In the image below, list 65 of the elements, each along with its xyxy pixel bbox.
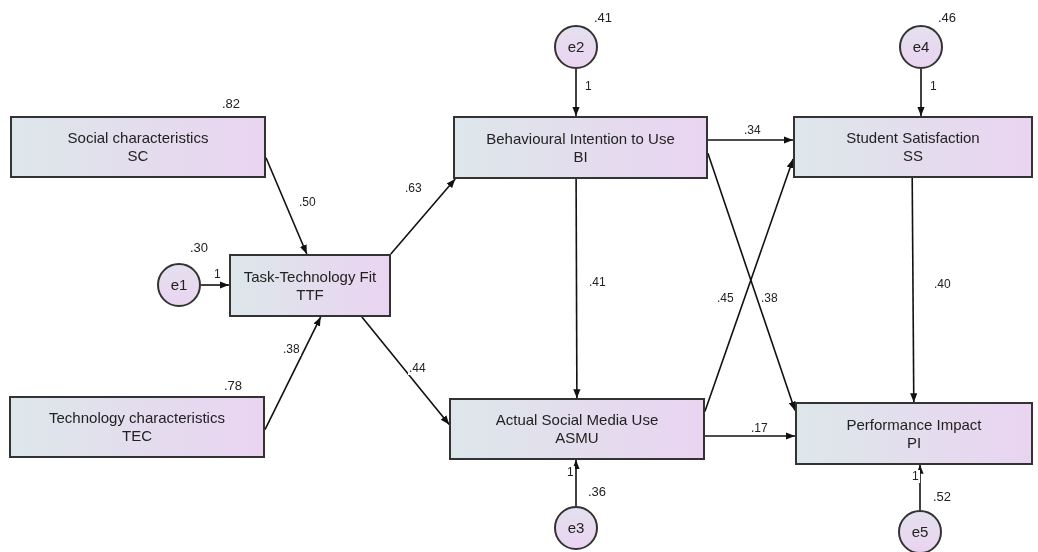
path-arrow bbox=[573, 178, 581, 400]
path-arrow bbox=[264, 316, 322, 431]
variable-name: Actual Social Media Use bbox=[495, 411, 659, 429]
path-arrow bbox=[200, 281, 230, 289]
variable-name: Performance Impact bbox=[846, 415, 982, 434]
variance-value: .30 bbox=[190, 240, 209, 255]
error-term-label: e3 bbox=[567, 519, 585, 537]
error-term-circle bbox=[554, 506, 598, 550]
error-term-label: e2 bbox=[567, 38, 585, 56]
path-arrow bbox=[704, 432, 796, 440]
path-coefficient: .41 bbox=[588, 276, 607, 289]
path-coefficient: .40 bbox=[933, 278, 952, 291]
path-coefficient: .50 bbox=[298, 196, 317, 209]
variable-name: Behavioural Intention to Use bbox=[486, 129, 675, 148]
variable-abbreviation: SS bbox=[903, 147, 923, 165]
variance-value: .41 bbox=[594, 10, 613, 25]
path-coefficient: 1 bbox=[584, 80, 593, 93]
variable-box bbox=[229, 254, 391, 317]
variable-name: Task-Technology Fit bbox=[243, 267, 377, 286]
path-coefficient: 1 bbox=[566, 466, 575, 479]
path-arrow bbox=[707, 136, 794, 144]
error-term-circle bbox=[157, 263, 201, 307]
error-term-label: e1 bbox=[170, 276, 188, 294]
variable-box bbox=[795, 402, 1033, 465]
path-coefficient: .38 bbox=[282, 343, 301, 356]
variable-abbreviation: PI bbox=[906, 433, 922, 452]
variable-abbreviation: BI bbox=[573, 147, 588, 166]
variable-abbreviation: ASMU bbox=[555, 429, 599, 447]
path-coefficient: 1 bbox=[213, 268, 222, 281]
variable-box bbox=[793, 116, 1033, 178]
path-coefficient: .34 bbox=[743, 124, 762, 137]
variance-value: .46 bbox=[938, 10, 957, 25]
path-coefficient: .38 bbox=[760, 292, 779, 305]
variance-value: .78 bbox=[224, 378, 243, 393]
variance-value: .82 bbox=[222, 96, 241, 111]
path-coefficient: .17 bbox=[750, 422, 769, 435]
path-arrow bbox=[916, 464, 924, 511]
path-coefficient: .63 bbox=[404, 182, 423, 195]
variable-box bbox=[453, 116, 708, 179]
path-coefficient: 1 bbox=[929, 80, 938, 93]
variance-value: .52 bbox=[933, 489, 952, 504]
error-term-circle bbox=[554, 25, 598, 69]
path-coefficient: .44 bbox=[408, 362, 427, 375]
variable-box bbox=[449, 398, 705, 460]
error-term-circle bbox=[899, 25, 943, 69]
path-coefficient: 1 bbox=[911, 470, 920, 483]
path-arrow bbox=[390, 178, 456, 255]
error-term-label: e5 bbox=[911, 523, 929, 541]
variable-name: Technology characteristics bbox=[49, 409, 225, 427]
path-arrow bbox=[361, 316, 450, 426]
variable-abbreviation: TTF bbox=[296, 285, 324, 304]
variable-name: Student Satisfaction bbox=[846, 129, 980, 147]
path-arrow bbox=[917, 68, 925, 117]
path-arrow bbox=[572, 459, 580, 507]
variable-box bbox=[10, 116, 266, 178]
variable-box bbox=[9, 396, 265, 458]
error-term-label: e4 bbox=[912, 38, 930, 56]
path-arrow bbox=[910, 177, 918, 404]
variable-name: Social characteristics bbox=[67, 129, 209, 147]
error-term-circle bbox=[898, 510, 942, 552]
path-coefficient: .45 bbox=[716, 292, 735, 305]
variable-abbreviation: SC bbox=[127, 147, 149, 165]
path-arrow bbox=[572, 68, 580, 117]
variance-value: .36 bbox=[588, 484, 607, 499]
variable-abbreviation: TEC bbox=[122, 427, 152, 445]
